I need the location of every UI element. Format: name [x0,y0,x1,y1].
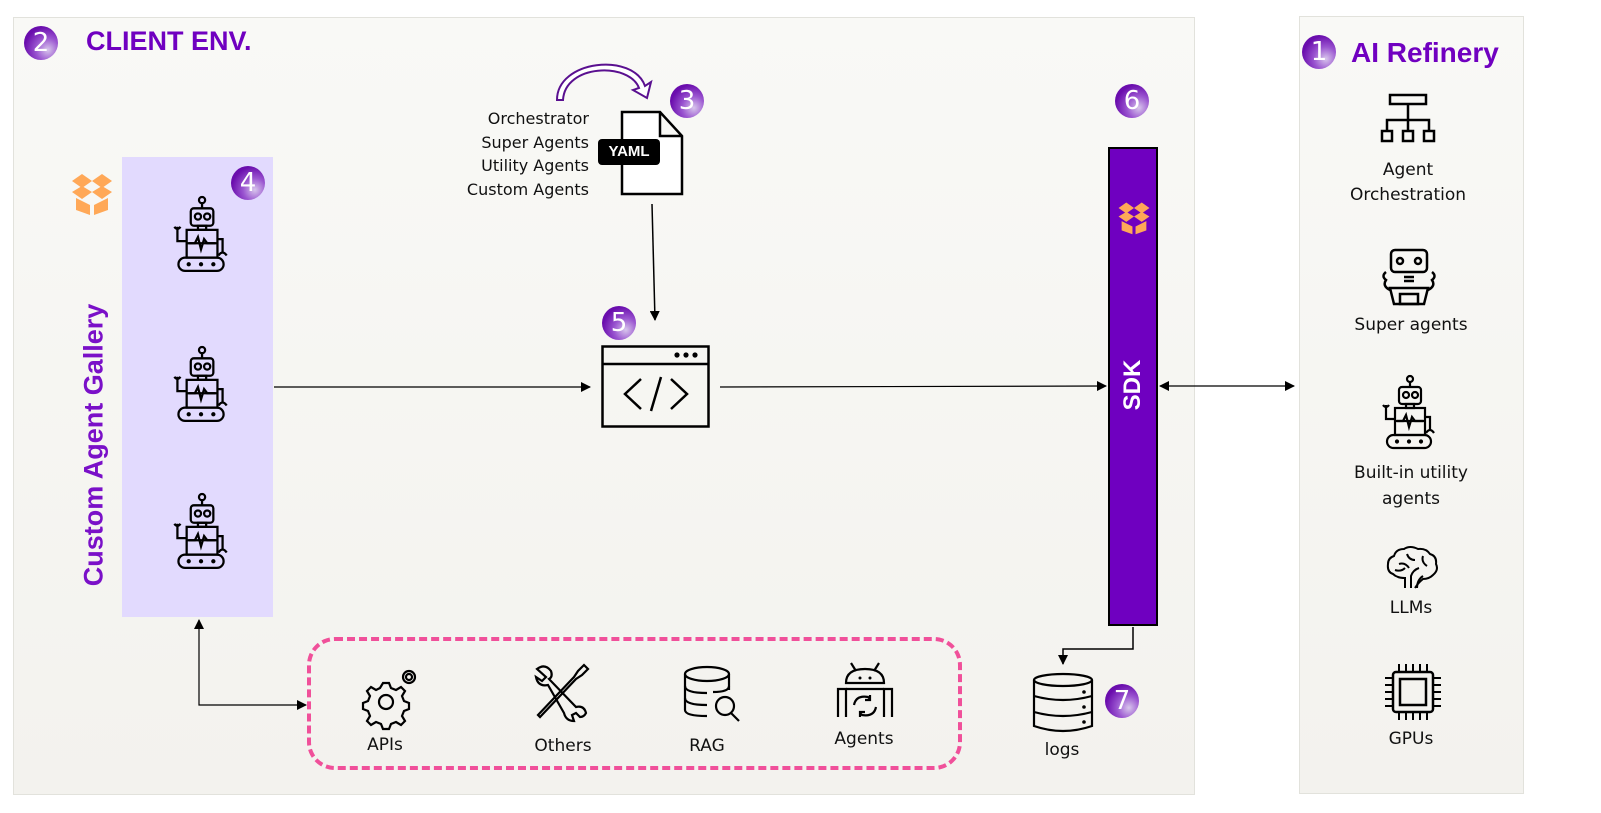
client-env-title: CLIENT ENV. [86,26,252,56]
hierarchy-icon [1380,93,1436,143]
curved-arrow-icon [555,63,653,101]
step-badge-4: 4 [231,166,265,200]
super-agent-robot-icon [1382,248,1436,306]
yaml-item-custom-agents: Custom Agents [466,180,589,199]
chip-icon [1385,664,1441,720]
refinery-item-llms: LLMs [1389,598,1433,618]
gears-icon[interactable] [360,666,422,731]
arrow-sdk-to-logs [1058,627,1134,665]
step-badge-1: 1 [1302,35,1336,69]
refinery-item-utility-agents: Built-in utility agents [1354,460,1468,512]
arrow-yaml-to-code [649,203,660,321]
yaml-item-super-agents: Super Agents [481,133,589,152]
package-icon [72,174,112,215]
refinery-item-gpus: GPUs [1388,729,1434,749]
logs-label: logs [1044,740,1080,760]
utility-robot-icon [1382,374,1435,450]
refinery-item-label: Orchestration [1349,185,1467,205]
refinery-item-label: Built-in utility [1354,463,1468,483]
arrow-code-to-sdk [719,381,1107,392]
step-badge-3: 3 [670,84,704,118]
step-badge-2: 2 [24,26,58,60]
tool-label-apis: APIs [367,735,403,755]
android-sync-icon[interactable] [836,659,894,721]
yaml-tag: YAML [598,139,660,165]
sdk-bar[interactable] [1108,147,1158,626]
refinery-item-label: agents [1382,489,1440,509]
package-icon [1118,202,1150,235]
refinery-item-super-agents: Super agents [1354,315,1468,335]
ai-refinery-title: AI Refinery [1351,37,1499,68]
refinery-item-agent-orchestration: Agent Orchestration [1350,158,1466,208]
tool-label-others: Others [534,736,592,756]
yaml-item-utility-agents: Utility Agents [481,156,589,175]
tool-label-rag: RAG [689,736,725,756]
refinery-item-label: Agent [1382,160,1434,180]
tools-group [307,637,962,770]
yaml-item-orchestrator: Orchestrator [487,109,589,128]
database-search-icon[interactable] [683,665,743,724]
tools-icon[interactable] [534,663,590,723]
step-badge-6: 6 [1115,84,1149,118]
brain-icon [1386,546,1438,589]
arrow-tools-gallery [194,619,307,710]
code-window-icon[interactable] [601,345,711,429]
step-badge-7: 7 [1105,684,1139,718]
tool-label-agents: Agents [834,729,894,749]
logs-database-icon[interactable] [1032,672,1094,734]
step-badge-5: 5 [602,306,636,340]
